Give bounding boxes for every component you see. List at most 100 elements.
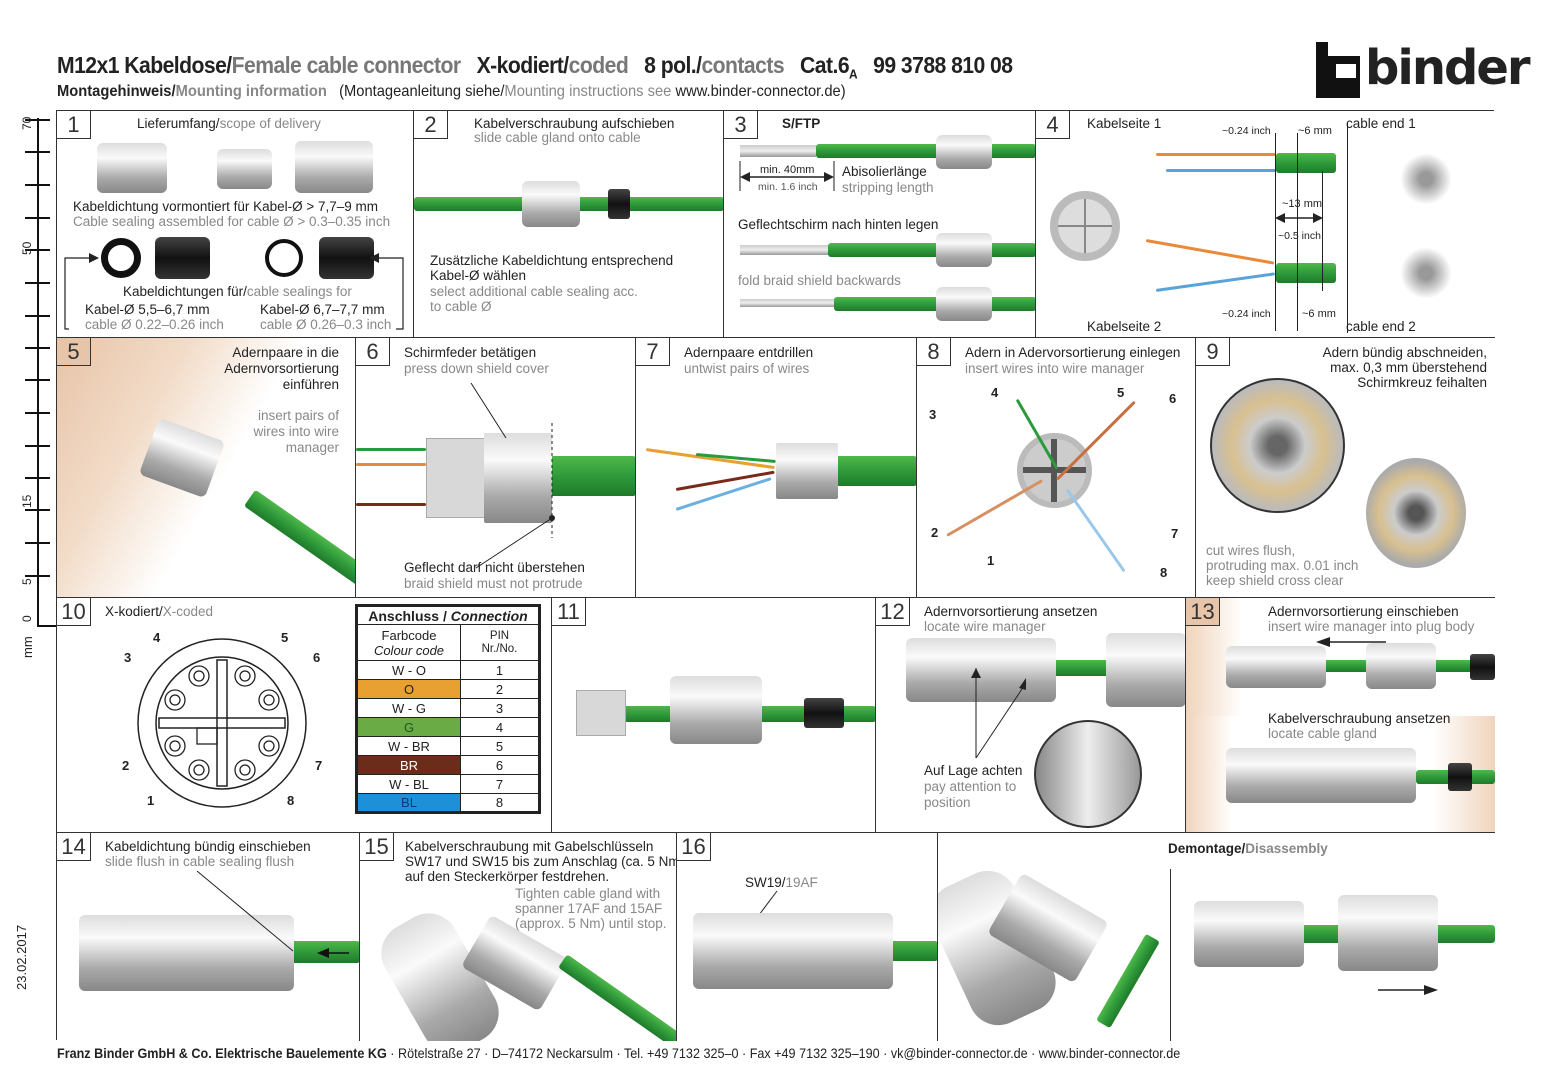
seal-ring-icon	[101, 238, 141, 278]
wire	[1155, 272, 1276, 292]
cable-gland-image	[1338, 895, 1438, 971]
step-14-panel: 14 Kabeldichtung bündig einschieben slid…	[57, 833, 360, 1041]
step-number: 9	[1196, 338, 1230, 366]
mm-ruler	[25, 118, 56, 627]
cable-image	[546, 456, 635, 496]
arrow-right-icon	[1378, 985, 1438, 995]
braid-shield-image	[740, 245, 830, 255]
seal-image	[1448, 763, 1472, 791]
seal-image	[608, 189, 630, 219]
wire-manager-image	[776, 443, 838, 499]
pin-label: 4	[991, 385, 999, 400]
step-number: 1	[57, 111, 91, 139]
wire	[1166, 169, 1276, 172]
disassembly-panel: Demontage/Disassembly	[938, 833, 1495, 1041]
company-name: Franz Binder GmbH & Co. Elektrische Baue…	[57, 1045, 387, 1061]
step-number: 5	[57, 338, 91, 366]
pin-label: 6	[313, 650, 321, 665]
cable-image	[836, 456, 916, 486]
page-title: M12x1 Kabeldose/Female cable connector X…	[57, 52, 1013, 82]
ruler-unit: mm	[20, 636, 35, 658]
step-number: 4	[1036, 111, 1070, 139]
pin-label: 7	[1171, 526, 1179, 541]
cable-gland-image	[1106, 633, 1185, 707]
website-link[interactable]: www.binder-connector.de)	[675, 83, 846, 100]
step-10-panel: 10 X-kodiert/X-coded 1 2 3 4 5 6 7	[57, 598, 552, 833]
binder-logo-icon	[1316, 42, 1360, 98]
pin-label: 3	[124, 650, 132, 665]
colour-code-cell: O	[356, 679, 461, 699]
pin-number-cell: 5	[460, 736, 540, 756]
cable-gland-image	[670, 676, 762, 744]
step-4-panel: 4 Kabelseite 1 Kabelseite 2 ~0.24 inch ~…	[1036, 111, 1495, 338]
step-number: 2	[414, 111, 448, 139]
step-6-panel: 6 Schirmfeder betätigen press down shiel…	[356, 338, 636, 598]
colour-code-cell: BR	[356, 755, 461, 775]
pin-label: 2	[931, 525, 939, 540]
zoom-detail-image	[1034, 720, 1142, 828]
wire-manager-image	[576, 690, 626, 736]
step-number: 10	[57, 598, 91, 626]
step-15-panel: 15 Kabelverschraubung mit Gabelschlüssel…	[360, 833, 677, 1041]
braid-shield-image	[740, 145, 816, 157]
footer: Franz Binder GmbH & Co. Elektrische Baue…	[57, 1045, 1180, 1061]
pin-label: 5	[1117, 385, 1125, 400]
pin-label: 4	[153, 630, 161, 645]
ruler-label-0: 0	[20, 615, 34, 622]
pin-label: 8	[287, 793, 295, 808]
cable-image	[834, 297, 1035, 311]
seal-sleeve-icon	[319, 237, 374, 279]
assembled-connector-image	[693, 913, 893, 989]
cable-gland-image	[936, 233, 992, 267]
step-8-panel: 8 Adern in Adervorsortierung einlegen in…	[917, 338, 1196, 598]
step-7-panel: 7 Adernpaare entdrillen untwist pairs of…	[636, 338, 917, 598]
pin-label: 3	[929, 407, 937, 422]
cable-end-2-image	[1276, 263, 1336, 283]
instruction-grid: 1 Lieferumfang/scope of delivery Kabeldi…	[56, 110, 1495, 1041]
pin-number-cell: 2	[460, 679, 540, 699]
cable-image	[243, 489, 355, 587]
ruler-label-70: 70	[20, 116, 34, 130]
cable-image	[1046, 660, 1116, 676]
cable-end-2-photo	[1376, 233, 1476, 313]
pin-label: 1	[987, 553, 995, 568]
wire	[1145, 239, 1275, 265]
cable-image	[558, 954, 676, 1041]
company-contact: · Rötelstraße 27 · D–74172 Neckarsulm · …	[386, 1045, 1181, 1061]
step-12-panel: 12 Adernvorsortierung ansetzen locate wi…	[876, 598, 1186, 833]
assembled-connector-image	[1226, 748, 1416, 803]
dimension-arrow	[1275, 213, 1323, 223]
braid-shield-image	[740, 299, 836, 307]
wire	[1156, 153, 1276, 156]
ruler-label-50: 50	[20, 241, 34, 255]
step-16-panel: 16 SW19/19AF	[677, 833, 938, 1041]
step-5-panel: 5 Adernpaare in die Adernvorsortierung e…	[57, 338, 356, 598]
pin-label: 7	[315, 758, 323, 773]
step-number: 12	[876, 598, 910, 626]
step-3-panel: 3 S/FTP min. 40mm min. 1.6 inch Abisolie…	[724, 111, 1036, 338]
wire-manager-image	[217, 149, 272, 189]
colour-code-cell: W - O	[356, 660, 461, 680]
cable-end-1-photo	[1376, 139, 1476, 219]
step-number: 16	[677, 833, 711, 861]
plug-body-image	[906, 638, 1056, 702]
pin-number-cell: 8	[460, 793, 540, 813]
step-13-panel: 13 13 Adernvorsortierung einschieben ins…	[1186, 598, 1495, 833]
arrow-left-icon	[1316, 637, 1386, 647]
step-9-panel: 9 Adern bündig abschneiden, max. 0,3 mm …	[1196, 338, 1495, 598]
colour-code-cell: G	[356, 717, 461, 737]
step-number: 7	[636, 338, 670, 366]
cable-image	[1096, 933, 1160, 1029]
dimension-arrow	[739, 161, 835, 191]
pin-label: 8	[1160, 565, 1168, 580]
pin-number-cell: 6	[460, 755, 540, 775]
colour-code-cell: W - BL	[356, 774, 461, 794]
pin-label: 6	[1169, 391, 1177, 406]
x-coded-pinout-diagram	[137, 638, 307, 808]
step-2-panel: 2 Kabelverschraubung aufschieben slide c…	[414, 111, 724, 338]
colour-code-cell: W - G	[356, 698, 461, 718]
